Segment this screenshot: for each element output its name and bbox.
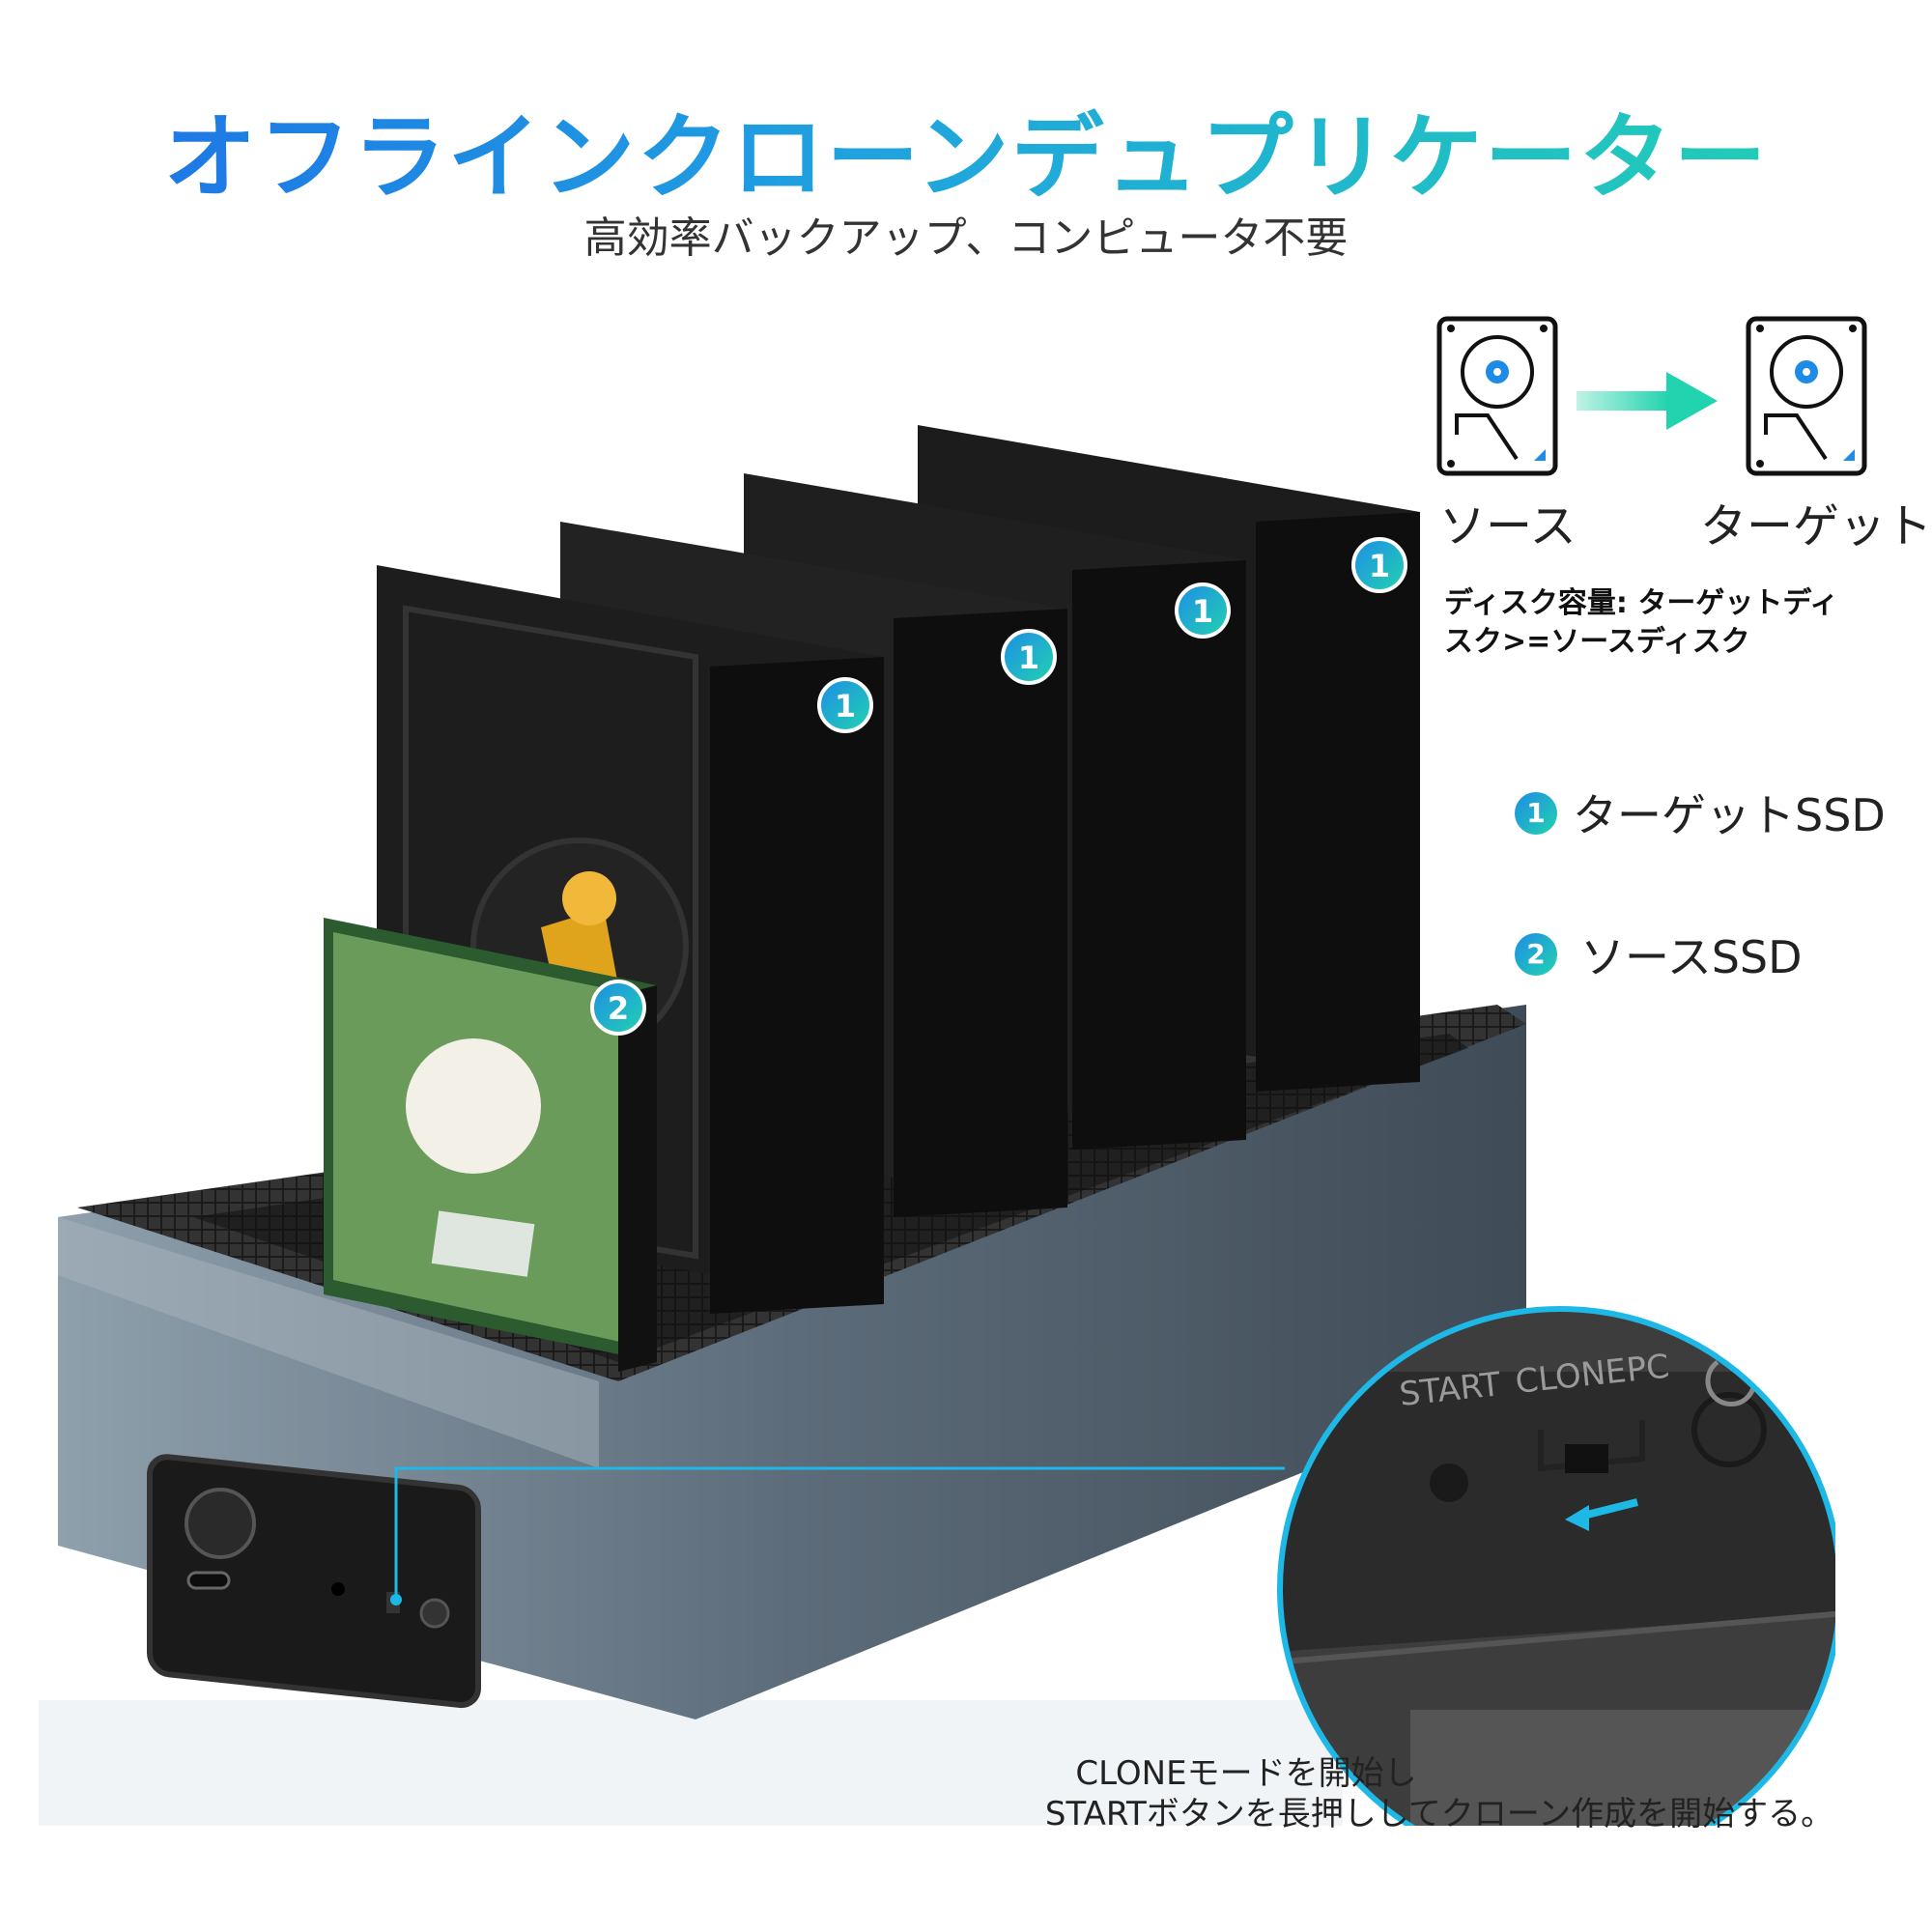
start-button-icon [331, 1582, 345, 1596]
capacity-note-line2: スク>=ソースディスク [1444, 625, 1750, 659]
badge-target-4: 1 [1351, 537, 1407, 593]
legend-badge-2: 2 [1515, 933, 1557, 976]
page-subtitle: 高効率バックアップ、コンピュータ不要 [583, 213, 1349, 263]
device-reflection [39, 1700, 1343, 1826]
callout-line [394, 1466, 1285, 1600]
usb-c-port-icon [186, 1571, 231, 1590]
capacity-note-line1: ディスク容量: ターゲットディ [1444, 586, 1839, 620]
zoom-start-button-icon [1430, 1463, 1468, 1502]
caption-line1: CLONEモードを開始し [1075, 1754, 1417, 1793]
svg-text:1: 1 [1369, 548, 1390, 584]
source-drive-icon [1436, 316, 1558, 476]
clone-flow-diagram [1436, 316, 1867, 476]
svg-text:1: 1 [835, 688, 856, 724]
power-button-icon [419, 1598, 450, 1629]
svg-text:2: 2 [608, 990, 629, 1027]
badge-target-2: 1 [1001, 629, 1057, 685]
caption-line2: STARTボタンを長押ししてクローン作成を開始する。 [1044, 1795, 1834, 1833]
badge-target-1: 1 [817, 677, 873, 733]
source-label: ソース [1439, 499, 1577, 554]
target-drive-icon [1746, 316, 1867, 476]
page-title: オフラインクローンデュプリケーター [0, 82, 1932, 216]
target-label: ターゲット [1700, 499, 1932, 554]
badge-source: 2 [590, 980, 646, 1036]
badge-target-3: 1 [1175, 582, 1231, 639]
arrow-left-icon [1565, 1505, 1589, 1531]
arrow-right-icon [1577, 372, 1718, 430]
svg-text:1: 1 [1018, 639, 1039, 676]
legend-badge-1: 1 [1515, 792, 1557, 835]
zoom-panel: START CLONE PC [1277, 1306, 1835, 1826]
zoom-power-button-icon [1691, 1392, 1767, 1467]
duplicator-device: 1 1 1 1 2 START CLONE PC [39, 425, 1835, 1826]
source-drive [324, 918, 657, 1372]
pc-label: PC [1625, 1348, 1671, 1390]
svg-text:1: 1 [1192, 593, 1213, 630]
dc-port-icon [185, 1488, 256, 1559]
legend-target-ssd: ターゲットSSD [1573, 789, 1886, 841]
legend-source-ssd: ソースSSD [1580, 931, 1803, 983]
